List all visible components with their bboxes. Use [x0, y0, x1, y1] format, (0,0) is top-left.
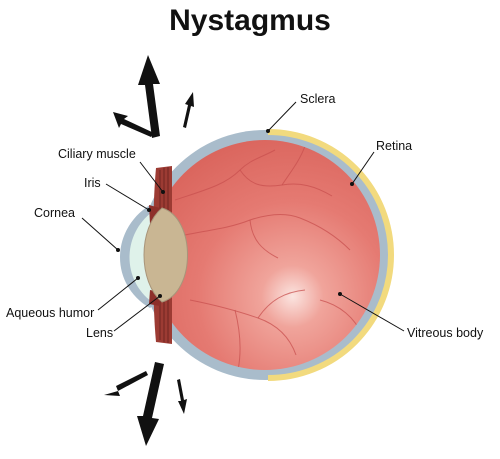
arrow-up-right-icon	[183, 92, 194, 128]
arrow-down-right-icon	[177, 379, 187, 414]
label-sclera: Sclera	[300, 92, 335, 106]
diagram-title: Nystagmus	[169, 4, 331, 37]
label-iris: Iris	[84, 176, 101, 190]
cornea	[120, 205, 160, 308]
label-aqueous-humor: Aqueous humor	[6, 306, 94, 320]
labels: Sclera Retina Ciliary muscle Iris Cornea…	[6, 92, 484, 340]
lens	[143, 207, 188, 303]
arrow-up-left-icon	[113, 112, 154, 137]
label-ciliary-muscle: Ciliary muscle	[58, 147, 136, 161]
label-lens: Lens	[86, 326, 113, 340]
label-vitreous-body: Vitreous body	[407, 326, 484, 340]
vitreous-body	[150, 140, 380, 370]
label-retina: Retina	[376, 139, 412, 153]
eye-illustration	[120, 129, 394, 381]
movement-arrows	[104, 55, 194, 446]
label-cornea: Cornea	[34, 206, 75, 220]
arrow-down-left-icon	[104, 371, 148, 396]
arrow-up-large-icon	[138, 55, 160, 138]
arrow-down-large-icon	[137, 362, 164, 446]
blood-vessels	[174, 145, 363, 370]
retina	[267, 129, 394, 381]
